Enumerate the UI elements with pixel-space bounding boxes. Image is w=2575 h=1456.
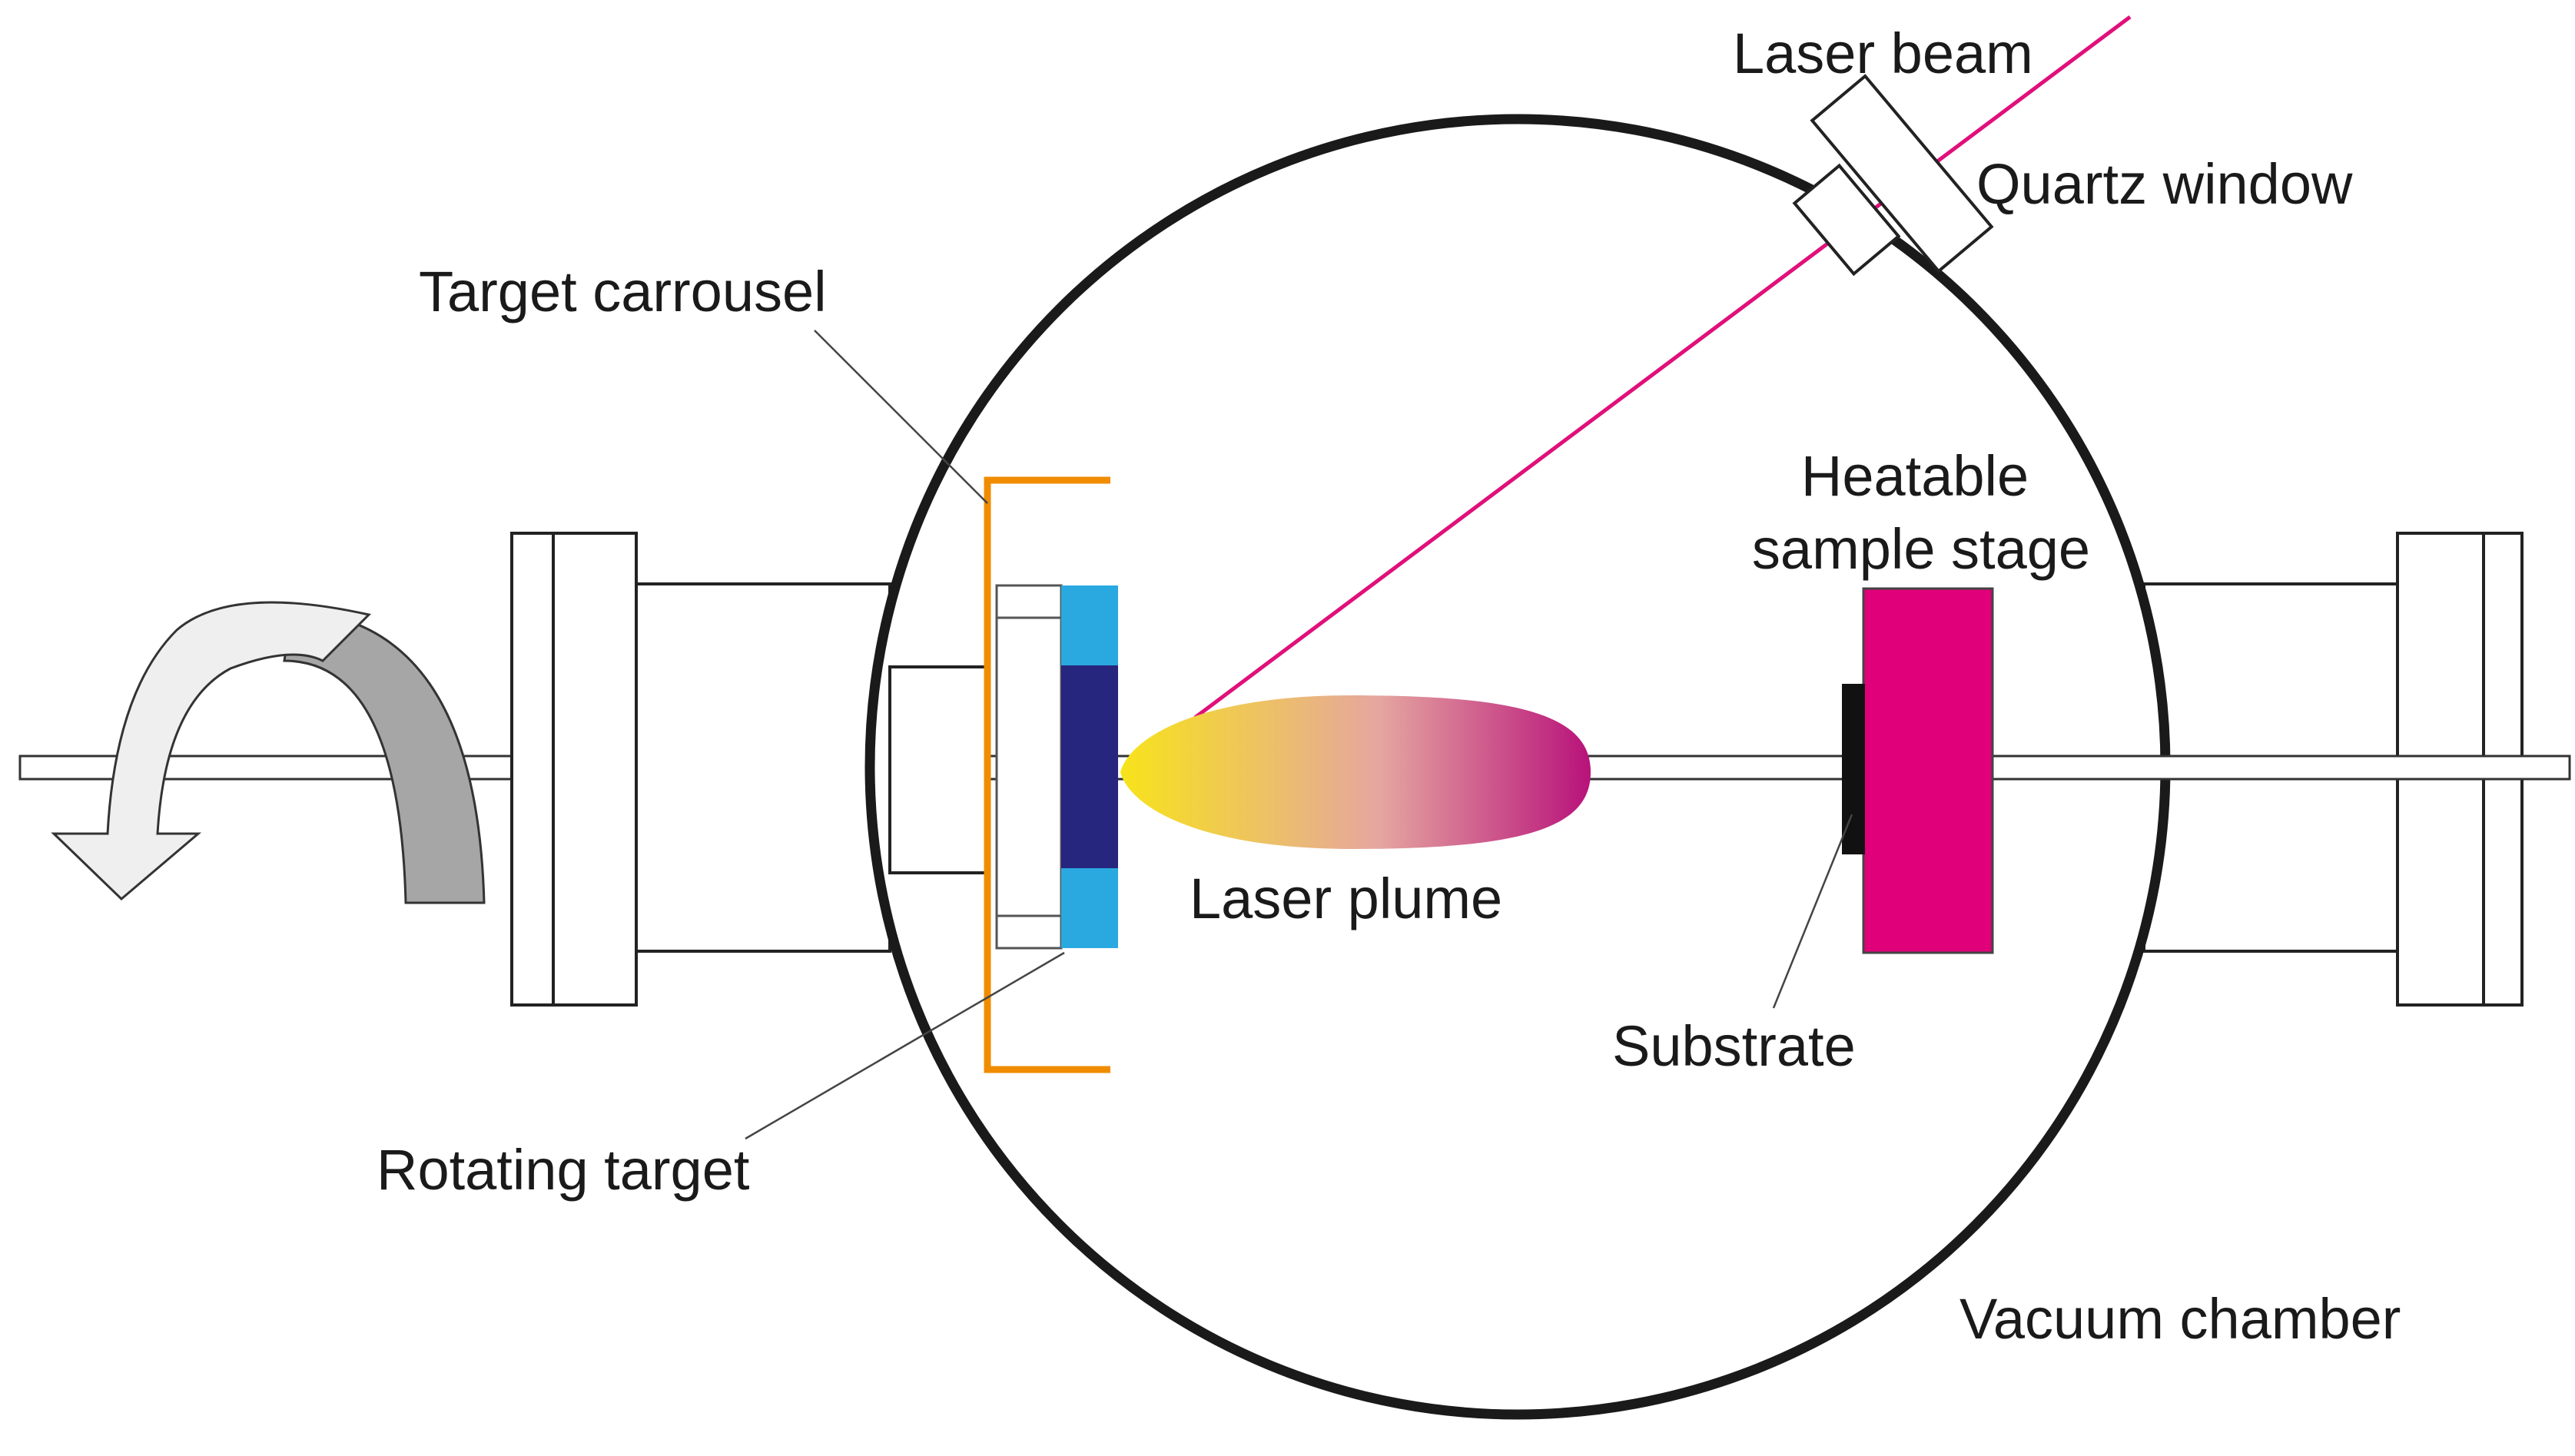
rotating-target-core bbox=[1061, 665, 1118, 868]
rotating-target-top bbox=[1061, 585, 1118, 665]
leader-substrate bbox=[1772, 814, 1853, 1009]
label-sample-stage: sample stage bbox=[1752, 517, 2090, 581]
shaft-coupling bbox=[888, 665, 987, 874]
laser-beam bbox=[1193, 15, 2132, 720]
label-target-carrousel: Target carrousel bbox=[419, 260, 827, 323]
sample-stage bbox=[1862, 587, 1994, 954]
rotation-arrow-back bbox=[283, 609, 486, 904]
label-laser-beam: Laser beam bbox=[1733, 22, 2033, 85]
rotation-arrow-icon bbox=[51, 601, 371, 901]
substrate bbox=[1842, 684, 1865, 854]
label-substrate: Substrate bbox=[1612, 1014, 1856, 1078]
leader-target-carrousel bbox=[814, 330, 988, 504]
label-rotating-target: Rotating target bbox=[377, 1138, 750, 1202]
quartz-window-inner bbox=[1792, 163, 1901, 277]
label-quartz-window: Quartz window bbox=[1976, 152, 2353, 216]
label-laser-plume: Laser plume bbox=[1190, 867, 1502, 930]
left-port-tube bbox=[635, 582, 891, 953]
carrousel-holder bbox=[995, 584, 1063, 950]
label-vacuum-chamber: Vacuum chamber bbox=[1959, 1287, 2401, 1351]
rotating-target-bottom bbox=[1061, 868, 1118, 948]
left-flange-outer bbox=[510, 532, 638, 1007]
laser-plume bbox=[1120, 695, 1591, 849]
leader-rotating-target bbox=[745, 951, 1065, 1140]
label-heatable: Heatable bbox=[1801, 444, 2029, 508]
quartz-window-outer bbox=[1810, 74, 1994, 274]
target-carrousel bbox=[984, 476, 1110, 1073]
